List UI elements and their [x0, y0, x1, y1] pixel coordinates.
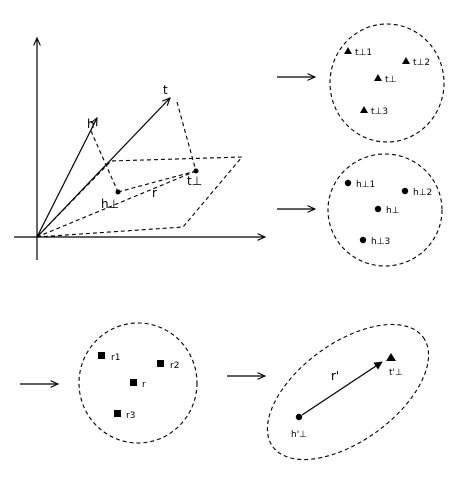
- vector-h-arrow: [36, 118, 97, 238]
- head-cluster-item: h⊥1: [344, 179, 375, 190]
- t-proj-point: [193, 168, 199, 174]
- plane-diagonal: [36, 170, 197, 238]
- relation-item-label: r2: [170, 361, 179, 371]
- head-item-label: h⊥2: [413, 188, 432, 198]
- h-proj-point: [115, 189, 121, 195]
- result-relation-arrow: [301, 361, 383, 416]
- head-cluster-boundary: [327, 153, 443, 267]
- tail-item-label: t⊥2: [413, 58, 430, 68]
- relation-item-label: r1: [111, 353, 120, 363]
- head-cluster-item: h⊥: [374, 205, 400, 216]
- square-marker: [130, 379, 137, 386]
- tail-item-label: t⊥1: [355, 48, 372, 58]
- relation-cluster-item: r3: [114, 410, 135, 421]
- triangle-marker: [360, 106, 368, 113]
- projection-plane: [35, 156, 244, 238]
- tail-item-label: t⊥: [385, 75, 397, 85]
- coordinate-plot: h t r h⊥ t⊥: [14, 38, 265, 260]
- triangle-marker: [374, 74, 382, 81]
- relation-cluster-item: r1: [98, 352, 120, 363]
- circle-marker: [401, 187, 409, 195]
- relation-item-label: r: [142, 380, 146, 390]
- head-item-label: h⊥1: [356, 180, 375, 190]
- relation-cluster: r1 r2 r r3: [78, 322, 198, 444]
- head-item-label: h⊥: [386, 206, 400, 216]
- h-proj-label: h⊥: [101, 197, 119, 211]
- result-tail-label: t'⊥: [389, 368, 403, 378]
- tail-cluster-item: t⊥1: [344, 47, 372, 58]
- tail-cluster-item: t⊥3: [360, 106, 388, 117]
- circle-marker: [374, 205, 382, 213]
- triangle-marker: [402, 57, 410, 64]
- tail-cluster-boundary: [329, 23, 445, 143]
- vector-t-arrow: [36, 98, 170, 238]
- relation-item-label: r3: [126, 411, 135, 421]
- result-cluster-boundary: [266, 323, 430, 461]
- tail-cluster-item: t⊥2: [402, 57, 430, 68]
- circle-marker: [344, 179, 352, 187]
- result-cluster: h'⊥ t'⊥ r': [266, 323, 430, 461]
- result-tail-triangle: [386, 353, 396, 361]
- relation-dashed-line: [117, 170, 197, 193]
- tail-item-label: t⊥3: [371, 107, 388, 117]
- t-projection-line: [176, 101, 197, 172]
- result-head-label: h'⊥: [291, 430, 307, 440]
- relation-label: r: [152, 186, 157, 200]
- head-item-label: h⊥3: [371, 237, 390, 247]
- result-head-point: [295, 413, 303, 421]
- vector-t-label: t: [163, 83, 168, 97]
- relation-cluster-item: r: [130, 379, 146, 390]
- vector-h-label: h: [87, 117, 95, 131]
- square-marker: [157, 360, 164, 367]
- tail-cluster: t⊥1 t⊥2 t⊥ t⊥3: [329, 23, 445, 143]
- relation-cluster-item: r2: [157, 360, 179, 371]
- square-marker: [114, 410, 121, 417]
- head-cluster-item: h⊥2: [401, 187, 432, 198]
- square-marker: [98, 352, 105, 359]
- result-relation-label: r': [331, 369, 339, 383]
- triangle-marker: [344, 47, 352, 54]
- head-cluster-item: h⊥3: [359, 236, 390, 247]
- tail-cluster-item: t⊥: [374, 74, 397, 85]
- t-proj-label: t⊥: [187, 174, 202, 188]
- h-projection-line: [90, 130, 119, 193]
- circle-marker: [359, 236, 367, 244]
- head-cluster: h⊥1 h⊥2 h⊥ h⊥3: [327, 153, 443, 267]
- relation-cluster-boundary: [78, 322, 198, 444]
